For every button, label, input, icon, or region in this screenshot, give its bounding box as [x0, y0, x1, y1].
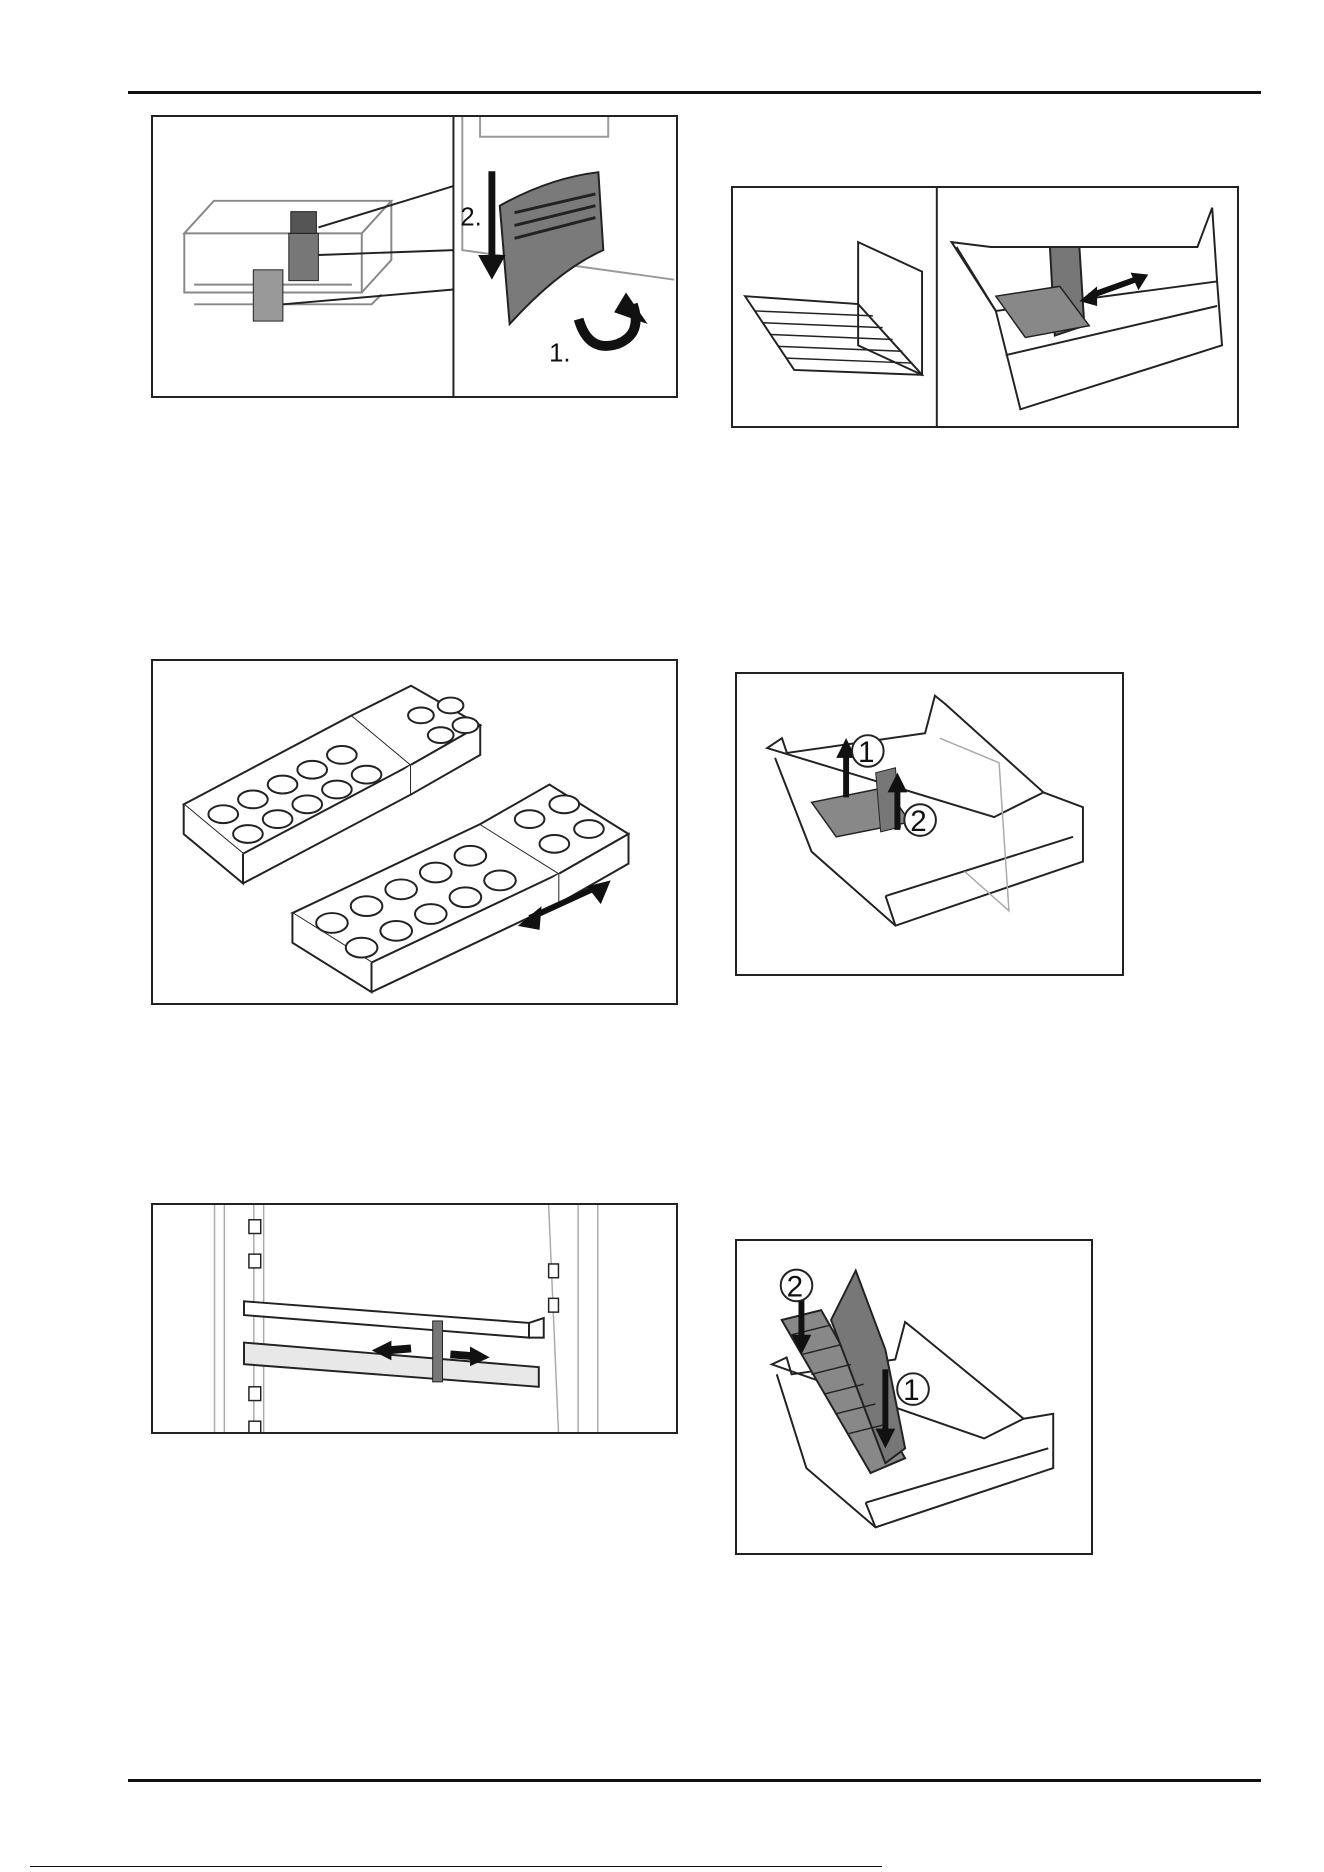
- drawer-divider-remove-illustration: 1 2: [737, 674, 1122, 974]
- figure-drawer-divider-insert: 2 1: [735, 1239, 1093, 1555]
- figure-flap-removal: 2. 1.: [151, 115, 678, 398]
- flap-step1-label: 1.: [549, 339, 570, 367]
- flap-removal-illustration: 2. 1.: [153, 117, 676, 396]
- figure-drawer-divider-remove: 1 2: [735, 672, 1124, 976]
- divider-adjust-illustration: [733, 188, 1237, 426]
- door-shelf-divider-illustration: [153, 1205, 676, 1432]
- remove-step1-label: 1: [858, 736, 874, 769]
- figure-divider-adjust: [731, 186, 1239, 428]
- flap-step2-label: 2.: [460, 203, 481, 231]
- footer-rule: [128, 1779, 1261, 1782]
- egg-trays-illustration: [153, 661, 676, 1003]
- header-rule: [128, 91, 1261, 94]
- insert-step1-label: 1: [903, 1374, 919, 1407]
- figure-door-shelf-divider: [151, 1203, 678, 1434]
- drawer-divider-insert-illustration: 2 1: [737, 1241, 1091, 1553]
- figure-egg-trays: [151, 659, 678, 1005]
- remove-step2-label: 2: [910, 805, 926, 838]
- footnote-rule: [30, 1866, 882, 1867]
- insert-step2-label: 2: [787, 1270, 803, 1303]
